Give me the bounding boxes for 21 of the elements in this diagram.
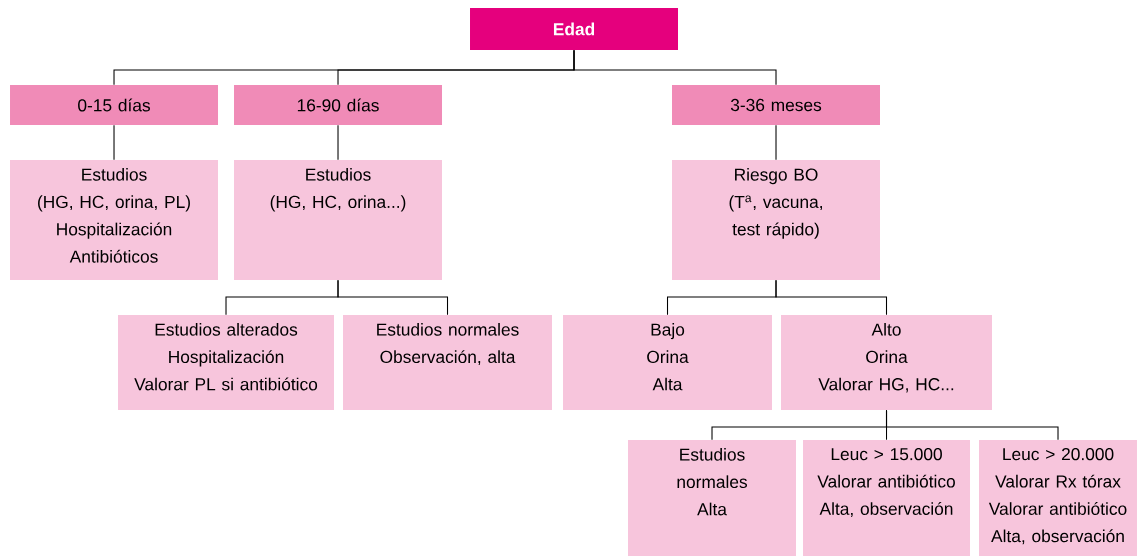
process-box: Bajo Orina Alta <box>563 315 772 410</box>
process-box: Riesgo BO (T$^{a}$, vacuna, test rápido) <box>672 160 880 280</box>
process-box: Alto Orina Valorar HG, HC... <box>781 315 992 410</box>
process-box: Estudios (HG, HC, orina, PL) Hospitalización Antibióticos <box>10 160 218 280</box>
connector-line <box>337 124 339 161</box>
connector-line <box>775 124 777 161</box>
category-box: 16-90 días <box>234 85 442 125</box>
connector-line <box>573 49 777 86</box>
process-box: Estudios normales Observación, alta <box>343 315 552 410</box>
process-box: Estudios alterados Hospitalización Valorar PL si antibiótico <box>118 315 334 410</box>
process-box: Leuc > 15.000 Valorar antibiótico Alta, observación <box>803 440 970 556</box>
process-box: Leuc > 20.000 Valorar Rx tórax Valorar antibiótico Alta, observación <box>979 440 1137 556</box>
connector-line <box>113 124 115 161</box>
process-box: Estudios normales Alta <box>628 440 796 556</box>
connector-line <box>885 409 1059 441</box>
category-box: 0-15 días <box>10 85 218 125</box>
connector-line <box>775 279 888 316</box>
process-box: Estudios (HG, HC, orina...) <box>234 160 442 280</box>
category-box: 3-36 meses <box>672 85 880 125</box>
heading-box: Edad <box>470 8 678 50</box>
connector-line <box>337 279 449 316</box>
